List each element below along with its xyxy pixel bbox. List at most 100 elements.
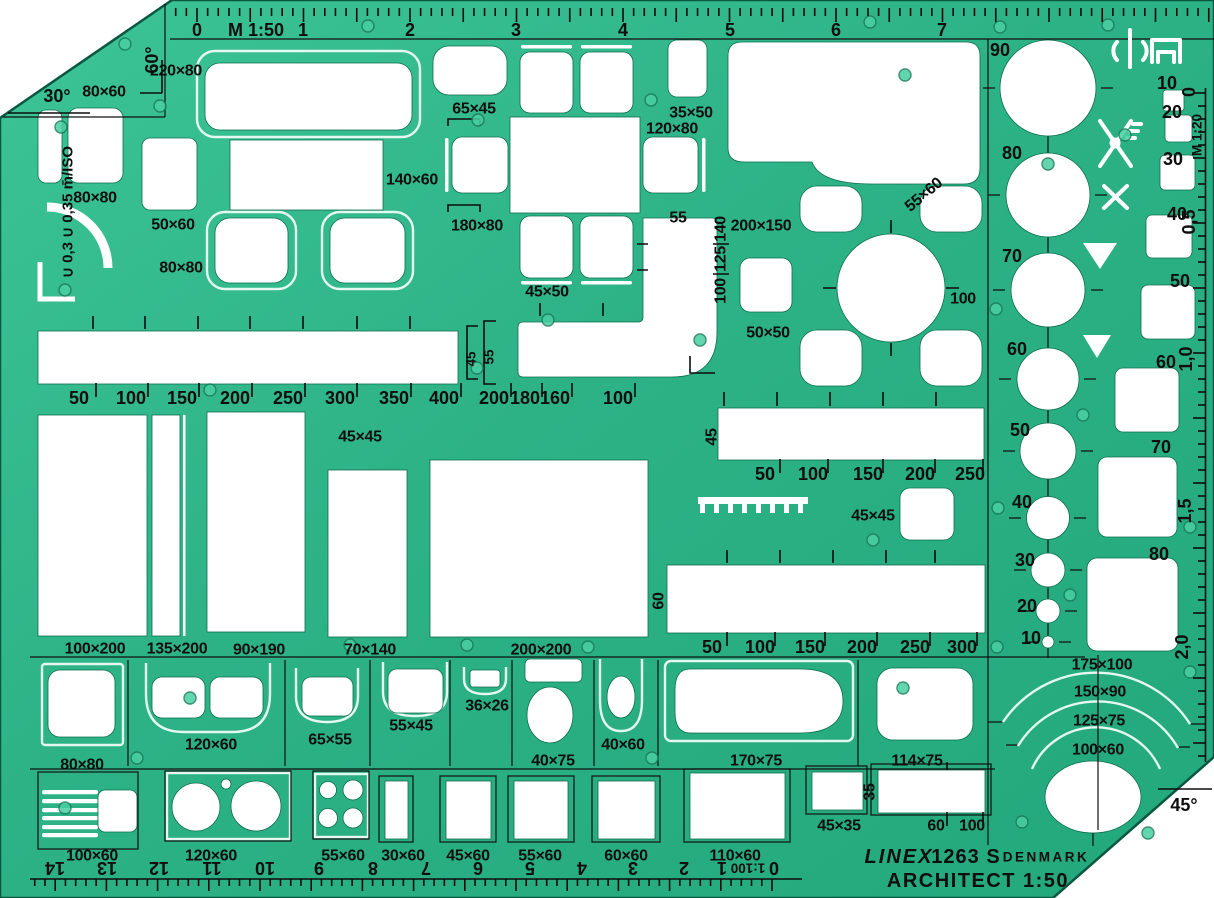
cutouts-dining-group bbox=[432, 39, 708, 285]
ruler-bot-4: 4 bbox=[577, 858, 587, 878]
gauge-circle-90 bbox=[999, 39, 1097, 137]
moulding-dot bbox=[1183, 520, 1197, 534]
moulding-dot bbox=[1101, 18, 1115, 32]
shower-outline bbox=[40, 662, 125, 747]
armchair-80x80-cutout bbox=[329, 217, 406, 284]
ruler-right-0: 0 bbox=[1179, 87, 1199, 97]
misc-ticks bbox=[946, 762, 984, 826]
appliance-box bbox=[591, 775, 661, 843]
sofa-220x80-cutout bbox=[204, 62, 413, 131]
radiator-fin bbox=[42, 790, 98, 795]
circle-50: 50 bbox=[1010, 420, 1030, 440]
moulding-dot bbox=[58, 801, 72, 815]
toilet-tank-cutout bbox=[524, 658, 583, 683]
square-80: 80 bbox=[1149, 544, 1169, 564]
band-cutout bbox=[717, 407, 985, 461]
ruler-bot-5: 5 bbox=[525, 858, 535, 878]
vanity-bowl-cutout bbox=[151, 676, 206, 719]
moulding-dot bbox=[1183, 665, 1197, 679]
appliance-box bbox=[439, 775, 497, 843]
row1-400: 400 bbox=[429, 388, 459, 408]
bidet-40x60-cutout bbox=[606, 675, 636, 719]
bathtub-outline bbox=[663, 659, 855, 743]
moulding-dot bbox=[1015, 815, 1029, 829]
sink-bowl-cutout bbox=[171, 782, 221, 832]
moulding-dot bbox=[581, 640, 595, 654]
ellipse-100x60-cutout bbox=[1044, 760, 1142, 834]
appliance-box bbox=[870, 763, 992, 816]
series: ARCHITECT 1:50 bbox=[887, 870, 1069, 892]
right-ruler-ticks bbox=[1193, 92, 1205, 757]
row2-250: 250 bbox=[955, 464, 985, 484]
moulding-dot bbox=[991, 501, 1005, 515]
unit-30x60-cutout bbox=[384, 780, 409, 840]
chair-back-line bbox=[521, 45, 572, 49]
row1-200: 200 bbox=[220, 388, 250, 408]
moulding-dot bbox=[460, 638, 474, 652]
sink-drain-cutout bbox=[220, 778, 232, 790]
moulding-dot bbox=[1041, 157, 1055, 171]
sofa-outline bbox=[195, 49, 422, 139]
ruler-right-15: 1,5 bbox=[1175, 498, 1195, 523]
dim-100x60-rad: 100×60 bbox=[66, 848, 118, 865]
gauge-square-60 bbox=[1114, 367, 1180, 433]
chair-cutout bbox=[519, 215, 574, 279]
square-gauge bbox=[1086, 89, 1196, 652]
gauge-circle-20 bbox=[1035, 598, 1061, 624]
gauge-square-30 bbox=[1159, 154, 1196, 191]
sink-bowl-cutout bbox=[230, 780, 282, 832]
dim-120x60-sink: 120×60 bbox=[185, 848, 237, 865]
ruler-bot-11: 11 bbox=[202, 858, 221, 878]
comb-tooth bbox=[784, 504, 789, 513]
kitchen-sink-outline bbox=[165, 771, 292, 841]
ruler-bot-3: 3 bbox=[628, 858, 638, 878]
dim-90x190: 90×190 bbox=[233, 642, 285, 659]
dim-110x60: 110×60 bbox=[709, 848, 761, 865]
band-ticks bbox=[723, 392, 937, 406]
ruler-bot-14: 14 bbox=[45, 858, 65, 878]
armchair-outline bbox=[320, 210, 415, 291]
ruler-top-scale: M 1:50 bbox=[228, 20, 284, 40]
radiator-fin bbox=[42, 799, 98, 804]
dim-60x60: 60×60 bbox=[604, 848, 648, 865]
toilet-bowl-40x75-cutout bbox=[526, 686, 574, 744]
arc-150x90: 150×90 bbox=[1074, 684, 1126, 701]
burner-cutout bbox=[342, 807, 364, 829]
strip-35-cutout bbox=[877, 769, 986, 814]
dim-55x60-b: 55×60 bbox=[518, 848, 562, 865]
scale-row1-ticks bbox=[95, 383, 636, 397]
vanity-bowl-cutout bbox=[209, 676, 264, 719]
moulding-dot bbox=[866, 533, 880, 547]
triangle-cutout bbox=[1083, 243, 1117, 269]
circle-90: 90 bbox=[990, 40, 1010, 60]
kitchen-boxes bbox=[37, 763, 992, 850]
appliance-box bbox=[683, 768, 791, 843]
square-20: 20 bbox=[1162, 102, 1182, 122]
circle-gauge-ticks bbox=[983, 87, 1113, 643]
slot-ticks bbox=[92, 316, 411, 329]
table-180x80-cutout bbox=[509, 116, 641, 214]
cutouts-top-row bbox=[37, 49, 422, 302]
country: DENMARK bbox=[1003, 850, 1090, 865]
burner-cutout bbox=[319, 781, 337, 799]
gauge-square-40 bbox=[1145, 214, 1193, 259]
shower-80x80-cutout bbox=[47, 669, 116, 738]
moulding-dot bbox=[58, 283, 72, 297]
stair-comb-cutout bbox=[698, 497, 808, 504]
gauge-square-20 bbox=[1164, 114, 1193, 143]
row1-300: 300 bbox=[325, 388, 355, 408]
moulding-dot bbox=[470, 361, 484, 375]
dim-180x80: 180×80 bbox=[451, 218, 503, 235]
dim-80x80-chairs: 80×80 bbox=[159, 260, 203, 277]
appliance-box bbox=[164, 770, 292, 842]
sofa-ticks bbox=[539, 243, 648, 316]
comb-tooth bbox=[700, 504, 705, 513]
comb-tooth bbox=[714, 504, 719, 513]
radiator-fin bbox=[42, 816, 98, 821]
depth-140: 140 bbox=[713, 216, 730, 242]
row1-200b: 200 bbox=[479, 388, 509, 408]
section-borders bbox=[3, 4, 1214, 845]
dim-45x50: 45×50 bbox=[525, 284, 569, 301]
ruler-top-6: 6 bbox=[831, 20, 841, 40]
moulding-dot bbox=[990, 640, 1004, 654]
